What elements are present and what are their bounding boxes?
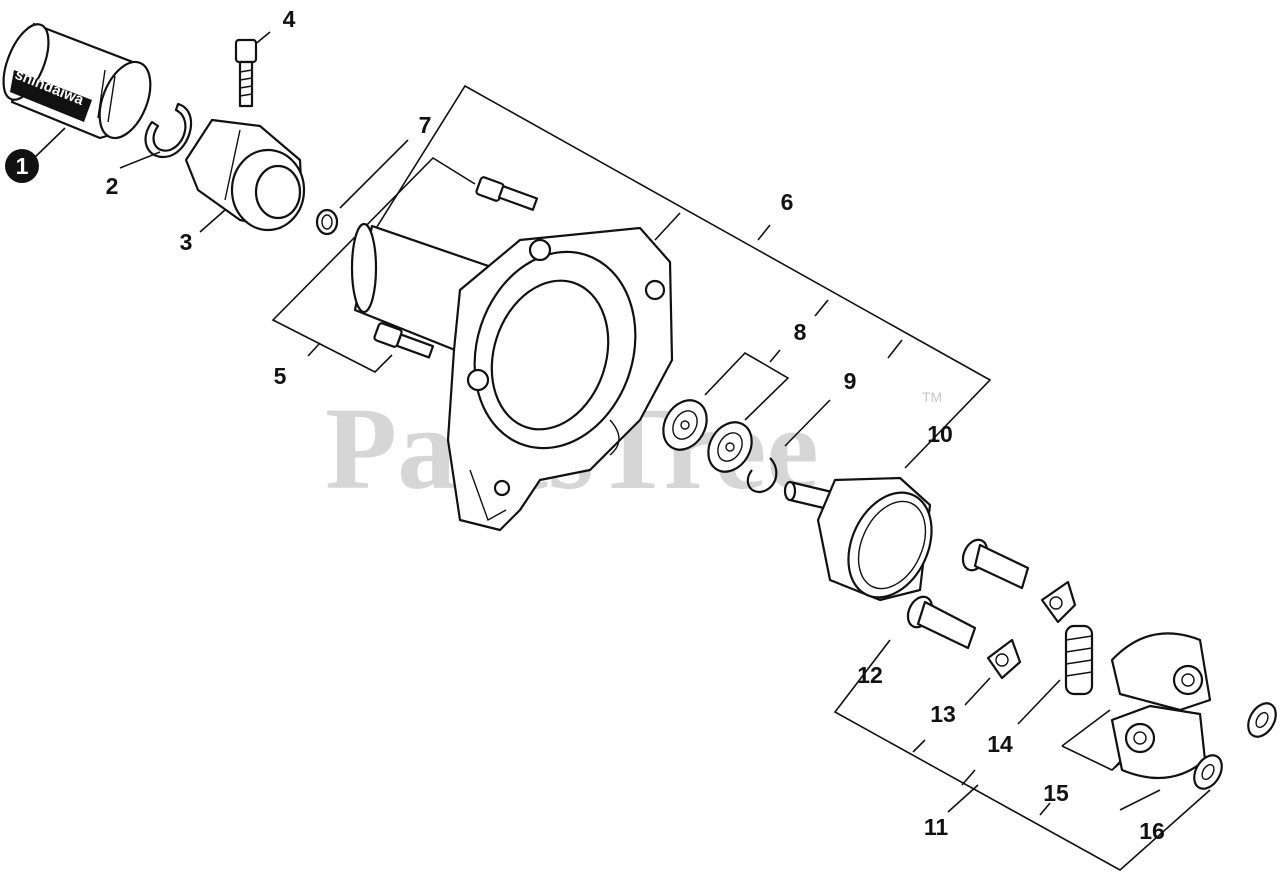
- callout-labels: 2 3 4 5 6 7 8 9 10 11 12 13 14 15 16: [106, 6, 1165, 844]
- leader-lines: [29, 31, 1211, 871]
- callout-16[interactable]: 16: [1139, 818, 1165, 844]
- callout-14[interactable]: 14: [987, 731, 1013, 757]
- part-15-clutch-shoes: [1110, 632, 1212, 780]
- callout-10[interactable]: 10: [927, 421, 953, 447]
- callout-5[interactable]: 5: [274, 363, 287, 389]
- part-2-snap-ring: [144, 102, 193, 159]
- part-6-clutch-housing: [350, 222, 674, 532]
- watermark-trademark: TM: [922, 389, 942, 405]
- callout-1-badge[interactable]: 1: [5, 149, 39, 183]
- part-10-clutch-drum: [783, 476, 933, 602]
- part-12-shoulder-bolts: [906, 538, 1030, 650]
- callout-7[interactable]: 7: [419, 112, 432, 138]
- callout-11[interactable]: 11: [924, 814, 949, 840]
- part-4-bolt: [234, 38, 258, 108]
- part-7-ring: [315, 208, 339, 236]
- callout-13[interactable]: 13: [930, 701, 956, 727]
- callout-2[interactable]: 2: [106, 173, 119, 199]
- part-14-spring: [1064, 624, 1094, 696]
- callout-9[interactable]: 9: [844, 368, 857, 394]
- part-3-bushing: [184, 118, 306, 232]
- callout-3[interactable]: 3: [180, 229, 193, 255]
- part-16-washers: [1193, 702, 1277, 790]
- callout-12[interactable]: 12: [857, 662, 883, 688]
- callout-6[interactable]: 6: [781, 189, 794, 215]
- callout-15[interactable]: 15: [1043, 780, 1069, 806]
- callout-label: 1: [16, 153, 29, 179]
- part-13-washers: [986, 580, 1077, 680]
- part-9-snap-ring: [746, 457, 778, 494]
- part-8-bearings: [662, 399, 753, 473]
- part-5-bolts: [373, 176, 539, 359]
- callout-8[interactable]: 8: [794, 319, 807, 345]
- part-1-sleeve: shindaiwa: [2, 22, 152, 140]
- callout-4[interactable]: 4: [283, 6, 296, 32]
